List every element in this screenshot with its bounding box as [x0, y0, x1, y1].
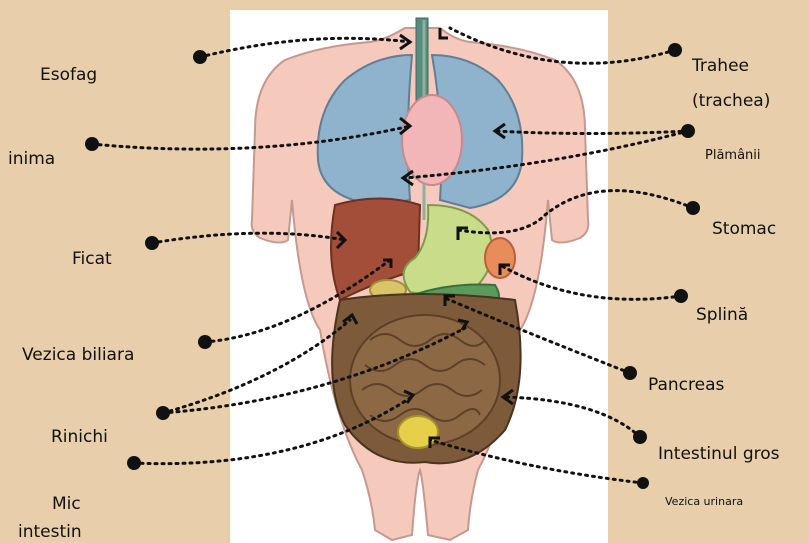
label-stomac: Stomac [712, 218, 776, 240]
endpoint-vezica-biliara [198, 335, 212, 349]
endpoint-rinichi [156, 406, 170, 420]
endpoint-esofag [193, 50, 207, 64]
endpoint-mic-intestin [127, 456, 141, 470]
label-trachea: (trachea) [692, 90, 770, 112]
label-intestinul-gros: Intestinul gros [658, 443, 780, 465]
label-ficat: Ficat [72, 248, 112, 270]
label-vezica-biliara: Vezica biliara [22, 344, 134, 366]
label-inima: inima [8, 148, 55, 170]
label-mic: Mic [52, 493, 81, 515]
endpoint-ficat [145, 236, 159, 250]
label-rinichi: Rinichi [51, 426, 108, 448]
endpoint-trahee [668, 43, 682, 57]
endpoint-splina [674, 289, 688, 303]
endpoint-stomac [686, 201, 700, 215]
endpoint-intestinul-gros [633, 430, 647, 444]
label-esofag: Esofag [40, 64, 97, 86]
label-plamanii: Plămânii [705, 145, 761, 167]
label-intestin: intestin [18, 521, 82, 543]
urinary-bladder [398, 416, 438, 448]
label-vezica-urinara: Vezica urinara [665, 491, 743, 513]
endpoint-pancreas [623, 366, 637, 380]
endpoint-plamanii [681, 124, 695, 138]
label-pancreas: Pancreas [648, 374, 724, 396]
label-splina: Splină [696, 304, 748, 326]
label-trahee: Trahee [692, 55, 749, 77]
endpoint-vezica-urinara [637, 477, 649, 489]
endpoint-inima [85, 137, 99, 151]
